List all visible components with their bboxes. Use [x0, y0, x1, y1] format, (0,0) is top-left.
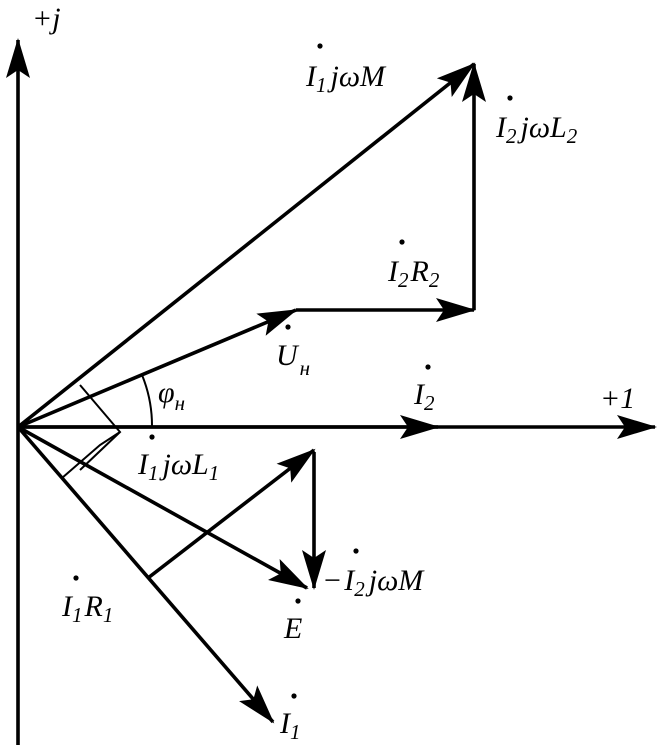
real-axis-label: +1: [600, 382, 635, 415]
i1jwm-vector: [16, 62, 476, 429]
label-i2r2: I2R2: [387, 239, 440, 292]
imaginary-axis-label: +j: [32, 2, 61, 35]
svg-text:I2R2: I2R2: [387, 255, 440, 292]
svg-text:I1: I1: [279, 707, 301, 744]
svg-text:E: E: [283, 612, 302, 645]
svg-text:φн: φн: [158, 376, 185, 415]
label-e: E: [283, 598, 302, 645]
label-i1r1: I1R1: [61, 575, 113, 627]
svg-text:I2: I2: [413, 378, 435, 415]
un-vector: [17, 308, 298, 429]
label-un: Uн: [276, 324, 310, 380]
phi-angle-arc: [141, 374, 154, 428]
i1jwl1-vector: [146, 448, 316, 580]
label-phi: φн: [158, 376, 185, 415]
right-angle-mark-lower: [61, 431, 121, 479]
svg-text:I1R1: I1R1: [61, 590, 113, 627]
i1-vector: [16, 425, 275, 724]
e-vector: [17, 425, 309, 590]
label-i2: I2: [413, 364, 435, 415]
svg-text:Uн: Uн: [276, 339, 310, 380]
label-i1: I1: [279, 693, 301, 744]
